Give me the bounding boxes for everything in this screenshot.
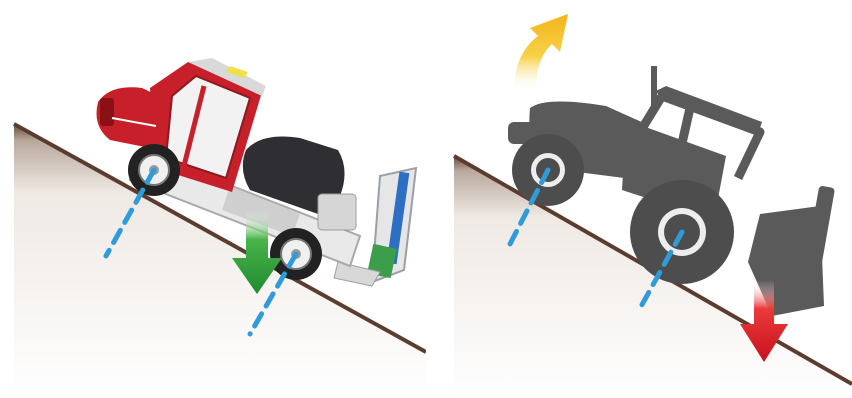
up-arrow-icon: [514, 14, 568, 92]
panel-right: [426, 0, 852, 398]
tractor-cab: [97, 58, 267, 192]
right-illustration: [426, 0, 852, 398]
left-illustration: [0, 0, 426, 398]
panel-left: [0, 0, 426, 398]
